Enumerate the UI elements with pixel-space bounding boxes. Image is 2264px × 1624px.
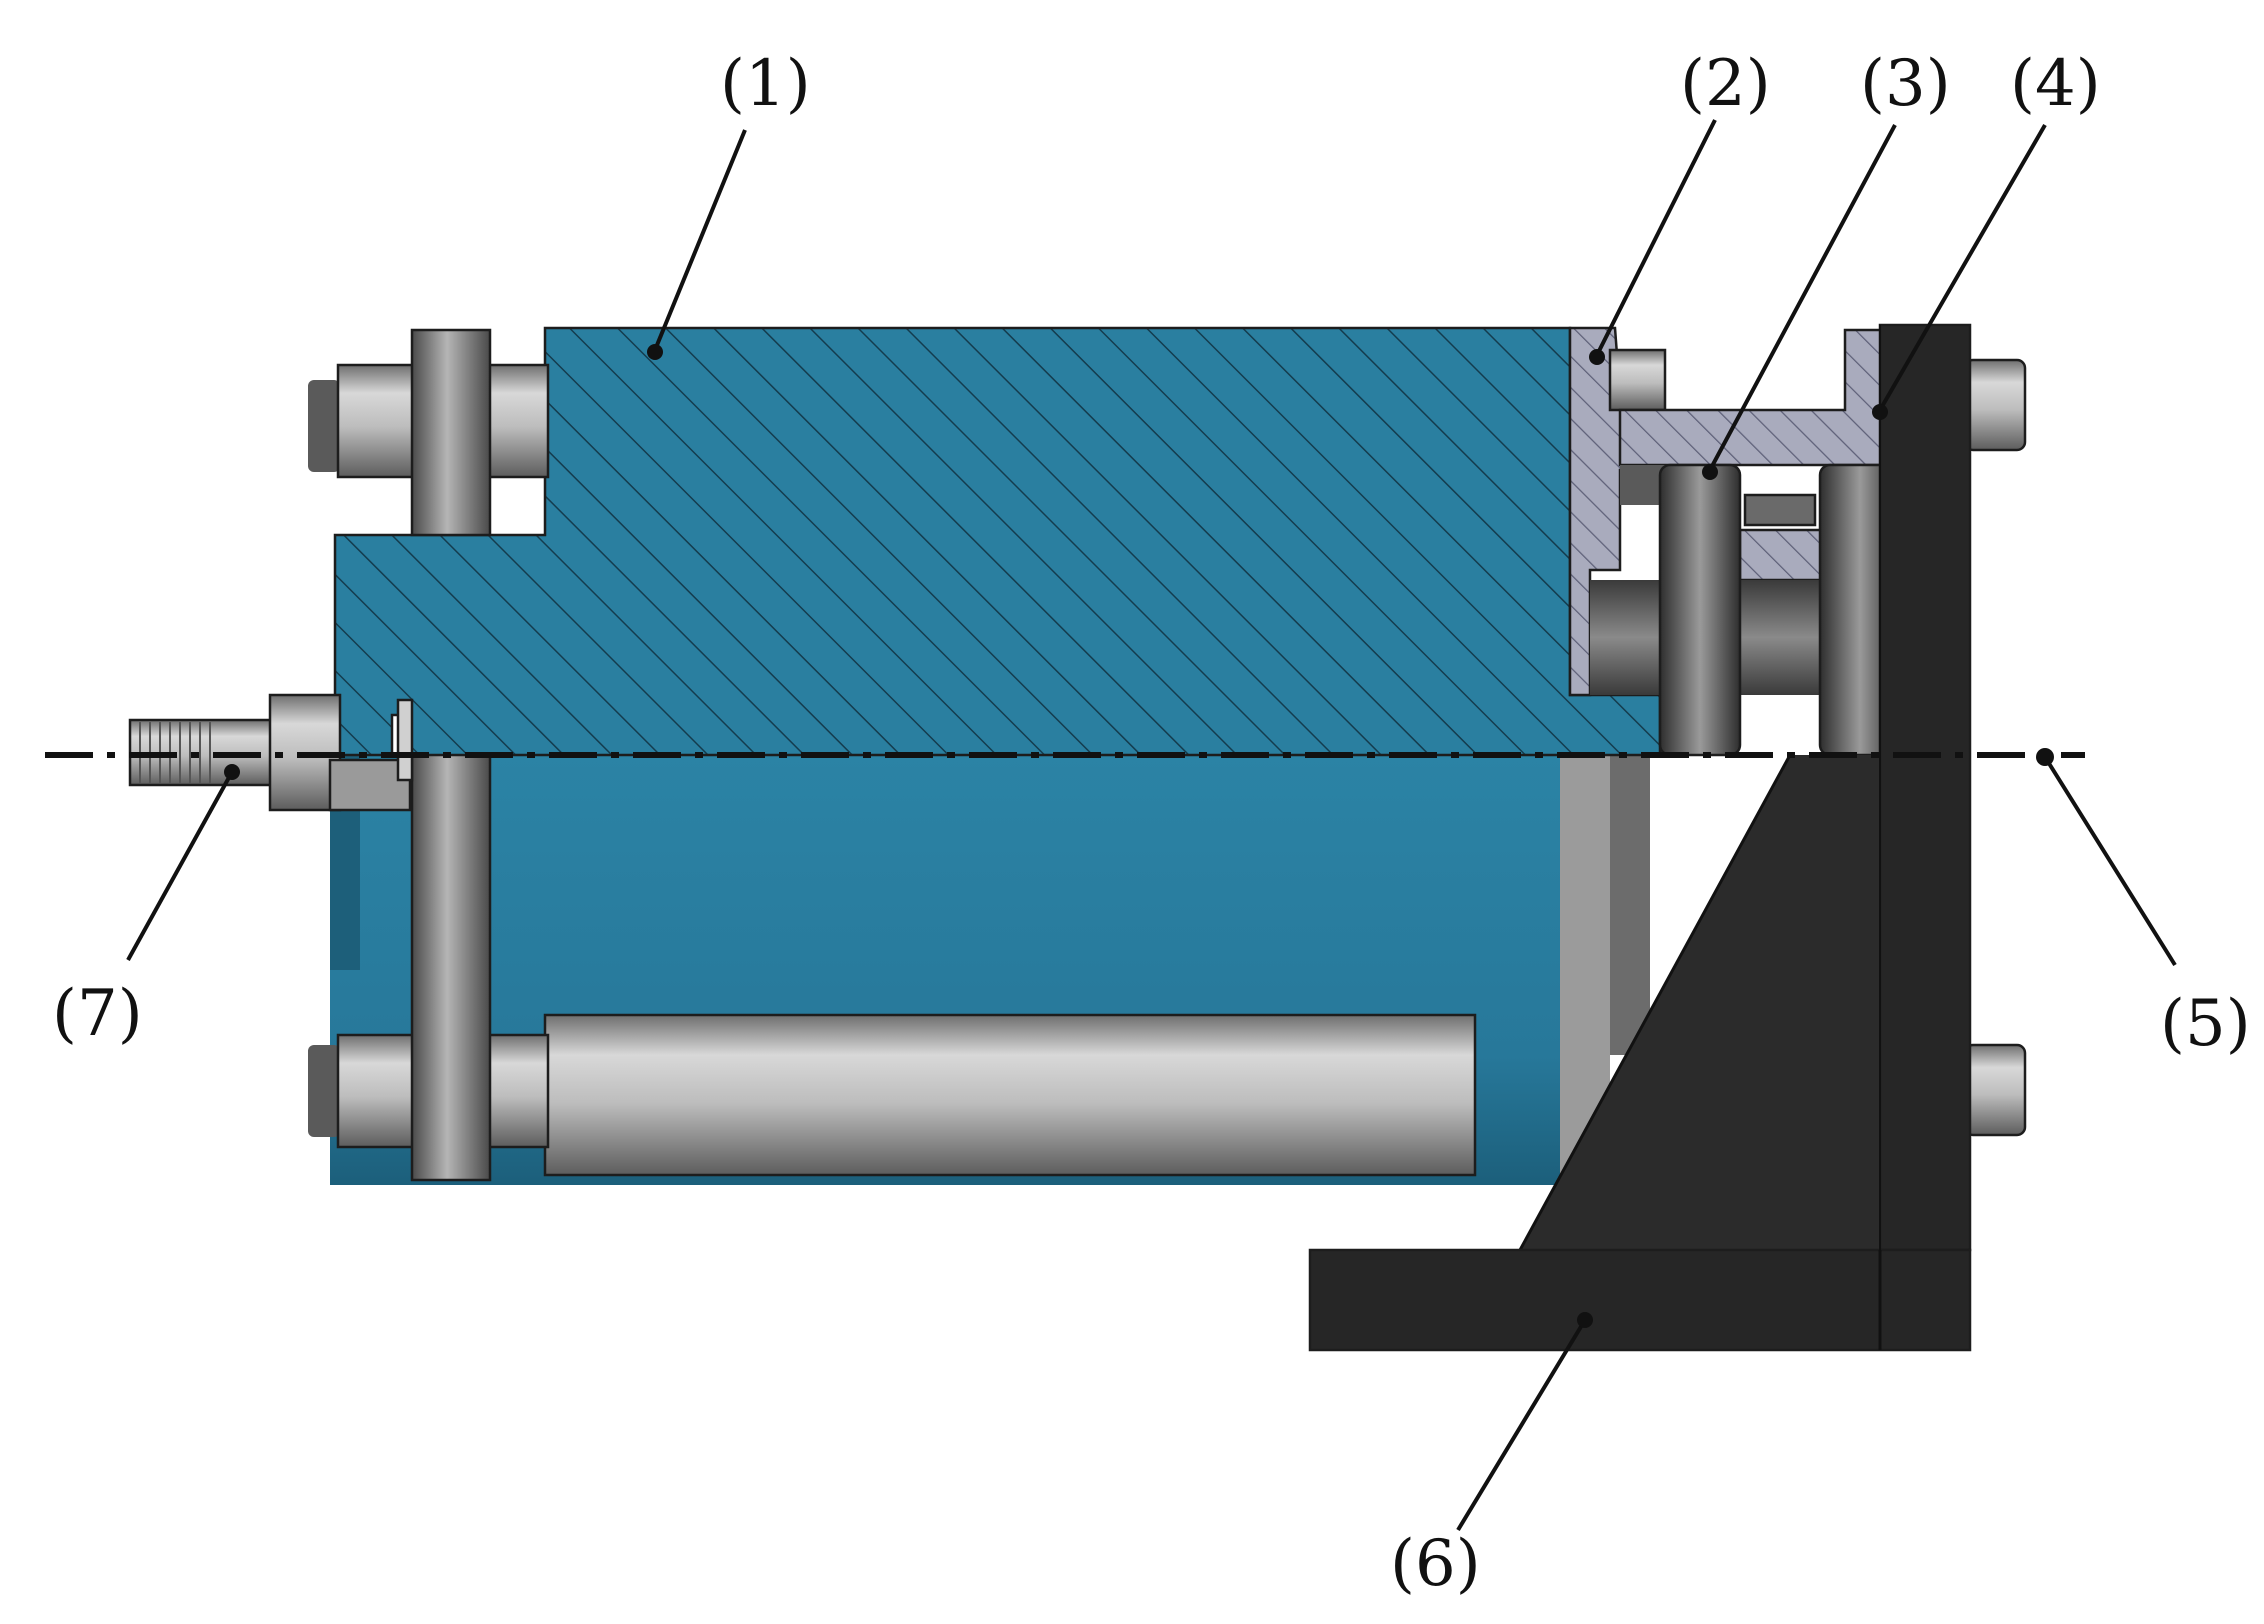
leader-1 (647, 129, 747, 360)
upper-left-fasteners (308, 328, 550, 537)
mounting-bracket (1308, 323, 1972, 1352)
label-6: (6) (1390, 1527, 1481, 1601)
leader-6 (1456, 1312, 1593, 1532)
label-7: (7) (52, 977, 143, 1051)
lower-left-fasteners (308, 738, 550, 1182)
leader-3 (1702, 124, 1897, 480)
leader-7 (126, 764, 240, 961)
label-5: (5) (2160, 987, 2251, 1061)
leader-2 (1589, 119, 1717, 365)
bearing-left (1658, 463, 1742, 757)
right-bolts (1963, 358, 2027, 1137)
label-1: (1) (720, 47, 811, 121)
leader-4 (1872, 123, 2047, 420)
tie-rod (543, 1013, 1477, 1177)
leader-5 (2036, 748, 2177, 967)
label-2: (2) (1680, 47, 1771, 121)
label-4: (4) (2010, 47, 2101, 121)
threaded-shaft (128, 693, 414, 812)
label-3: (3) (1860, 47, 1951, 121)
